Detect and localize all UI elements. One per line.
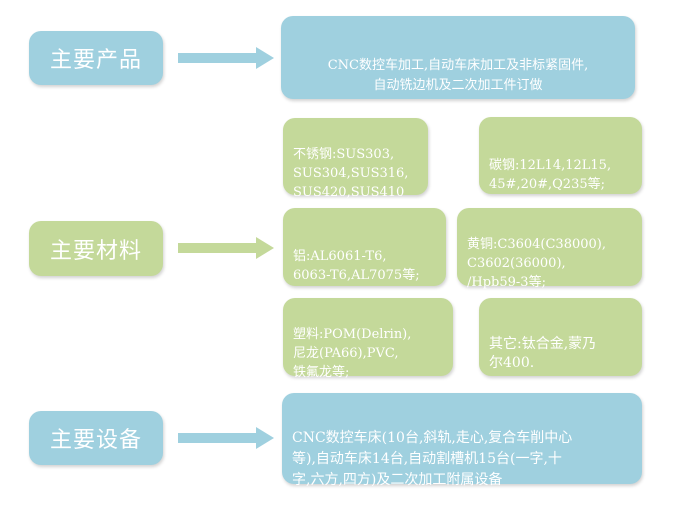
material-brass-box: 黄铜:C3604(C38000), C3602(36000), /Hpb59-3… <box>457 208 642 290</box>
equipment-arrow-icon <box>178 427 274 449</box>
material-aluminum-box: 铝:AL6061-T6, 6063-T6,AL7075等; <box>283 208 446 286</box>
materials-arrow-icon <box>178 237 274 259</box>
equipment-label: 主要设备 <box>49 428 142 453</box>
products-content-box: CNC数控车加工,自动车床加工及非标紧固件, 自动铣边机及二次加工件订做 <box>281 16 635 99</box>
material-stainless-box: 不锈钢:SUS303, SUS304,SUS316, SUS420,SUS410… <box>283 118 428 219</box>
products-arrow-icon <box>178 47 274 69</box>
products-label: 主要产品 <box>49 48 142 73</box>
material-plastic-text: 塑料:POM(Delrin), 尼龙(PA66),PVC, 铁氟龙等; <box>293 327 412 380</box>
products-text: CNC数控车加工,自动车床加工及非标紧固件, 自动铣边机及二次加工件订做 <box>327 58 589 93</box>
material-brass-text: 黄铜:C3604(C38000), C3602(36000), /Hpb59-3… <box>467 237 606 290</box>
equipment-label-box: 主要设备 <box>29 411 163 465</box>
material-other-box: 其它:钛合金,蒙乃 尔400. <box>479 298 642 376</box>
material-other-text: 其它:钛合金,蒙乃 尔400. <box>489 336 597 371</box>
products-label-box: 主要产品 <box>29 31 163 85</box>
equipment-text: CNC数控车床(10台,斜轨,走心,复合车削中心 等),自动车床14台,自动割槽… <box>292 430 573 488</box>
materials-label-box: 主要材料 <box>29 221 163 276</box>
materials-label: 主要材料 <box>49 238 142 264</box>
material-aluminum-text: 铝:AL6061-T6, 6063-T6,AL7075等; <box>293 249 420 283</box>
material-carbon-text: 碳钢:12L14,12L15, 45#,20#,Q235等; <box>489 158 612 192</box>
equipment-content-box: CNC数控车床(10台,斜轨,走心,复合车削中心 等),自动车床14台,自动割槽… <box>282 393 642 488</box>
material-carbon-box: 碳钢:12L14,12L15, 45#,20#,Q235等; <box>479 117 642 194</box>
material-plastic-box: 塑料:POM(Delrin), 尼龙(PA66),PVC, 铁氟龙等; <box>283 298 453 380</box>
